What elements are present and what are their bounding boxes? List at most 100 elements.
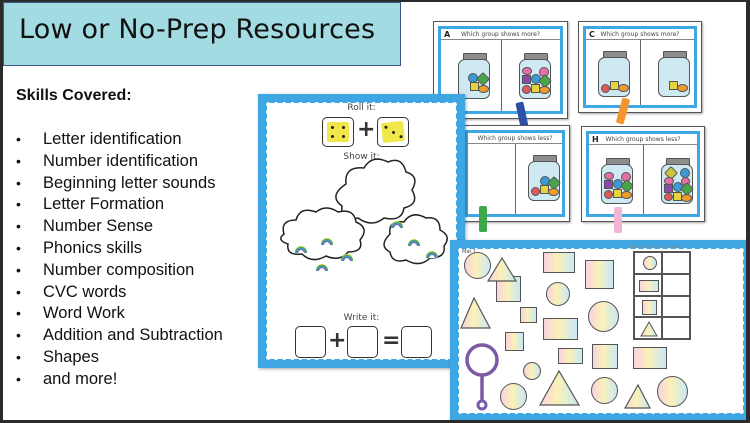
- card-question: Which group shows less?: [589, 136, 697, 145]
- card-letter: C: [589, 30, 595, 39]
- card-divider: [643, 145, 644, 214]
- title-banner: Low or No-Prep Resources: [3, 2, 401, 66]
- rainbow-icon: [321, 238, 333, 245]
- rectangle-shape: [633, 347, 667, 369]
- skill-item: •Word Work: [16, 303, 223, 325]
- circle-shape: [464, 252, 491, 279]
- skills-list: • Letter identification • Number identifica…: [16, 129, 223, 391]
- jar-icon: [598, 51, 630, 97]
- circle-shape: [591, 377, 618, 404]
- table-title: How many of each shape?: [630, 244, 683, 249]
- bullet-icon: •: [16, 327, 21, 344]
- skill-label: Number composition: [43, 260, 195, 279]
- skill-label: Phonics skills: [43, 238, 143, 257]
- skill-item: • Number identification: [16, 151, 223, 173]
- circle-shape: [657, 376, 688, 407]
- roll-it-label: Roll it:: [347, 103, 376, 113]
- circle-shape: [546, 282, 570, 306]
- skill-label: CVC words: [43, 282, 127, 301]
- bullet-icon: •: [16, 239, 21, 256]
- bullet-icon: •: [16, 131, 21, 147]
- page-title: Low or No-Prep Resources: [19, 14, 376, 45]
- shape-mat-worksheet: Mat 1 How many of each shape?: [450, 240, 746, 420]
- bullet-icon: •: [16, 370, 21, 387]
- rainbow-icon: [341, 254, 353, 261]
- show-it-label: Show it:: [343, 152, 380, 162]
- skill-item: • Shapes: [16, 347, 223, 369]
- skills-heading: Skills Covered:: [16, 87, 132, 104]
- answer-box-1: [295, 326, 326, 358]
- card-divider: [500, 40, 502, 111]
- square-shape: [592, 344, 618, 369]
- jar-card-h: H Which group shows less?: [581, 126, 705, 233]
- equals-sign: =: [382, 328, 401, 353]
- bullet-icon: •: [16, 218, 21, 235]
- square-shape: [505, 332, 524, 351]
- card-question: Which group shows more?: [441, 31, 560, 40]
- card-letter: H: [592, 135, 599, 144]
- rainbow-icon: [426, 251, 438, 258]
- skill-item: • and more!: [16, 369, 223, 391]
- jar-icon: [661, 158, 695, 204]
- skill-item: • Letter Formation: [16, 194, 223, 216]
- skill-item: • Addition and Subtraction: [16, 325, 223, 347]
- skill-item: • CVC words: [16, 282, 223, 304]
- bullet-icon: •: [16, 348, 21, 365]
- card-divider: [515, 144, 516, 214]
- bullet-icon: •: [16, 152, 21, 169]
- card-question: Which group shows less?: [468, 135, 562, 144]
- plus-sign: +: [357, 117, 376, 142]
- skill-label: Letter Formation: [43, 195, 165, 214]
- jar-icon: [658, 51, 690, 97]
- die-box: [322, 117, 354, 147]
- jar-icon: [528, 155, 562, 201]
- jar-icon: [519, 53, 553, 99]
- answer-box-2: [347, 326, 378, 358]
- rectangle-shape: [543, 252, 575, 273]
- rainbow-icon: [295, 246, 307, 253]
- jar-card-less-1: Which group shows less?: [460, 125, 570, 232]
- bullet-icon: •: [16, 196, 21, 213]
- clothespin-icon: [614, 207, 622, 233]
- plus-sign: +: [328, 328, 347, 353]
- card-question: Which group shows more?: [586, 31, 694, 40]
- jar-card-c: C Which group shows more?: [578, 21, 702, 125]
- triangles-and-magnifier: [460, 256, 651, 411]
- roll-it-worksheet: Roll it: + Show it: Write it: +: [258, 94, 465, 368]
- bullet-icon: •: [16, 283, 21, 300]
- card-divider: [640, 40, 641, 105]
- jar-icon: [601, 158, 635, 204]
- skill-label: Number identification: [43, 151, 198, 170]
- skill-label: Letter identification: [43, 130, 182, 148]
- die-four-icon: [327, 122, 349, 142]
- skill-item: • Letter identification: [16, 129, 223, 151]
- slide: Low or No-Prep Resources Skills Covered:…: [3, 2, 746, 420]
- answer-box-3: [401, 326, 432, 358]
- rectangle-shape: [543, 318, 578, 340]
- skill-label: Addition and Subtraction: [43, 326, 223, 345]
- bullet-icon: •: [16, 261, 21, 278]
- rainbow-icon: [391, 221, 403, 228]
- bullet-icon: •: [16, 174, 21, 191]
- circle-shape: [523, 362, 541, 380]
- square-shape: [585, 260, 614, 289]
- skill-item: • Number Sense: [16, 216, 223, 238]
- circle-shape: [500, 383, 527, 410]
- skill-label: Shapes: [43, 347, 99, 366]
- rainbow-icon: [316, 264, 328, 271]
- square-shape: [520, 307, 537, 323]
- skill-item: • Beginning letter sounds: [16, 173, 223, 195]
- jar-icon: [458, 53, 491, 99]
- skill-label: and more!: [43, 369, 118, 388]
- mat-label: Mat 1: [462, 249, 477, 255]
- rainbow-icon: [408, 239, 420, 246]
- die-box: [377, 117, 409, 147]
- shape-count-table: [633, 251, 691, 340]
- skill-label: Beginning letter sounds: [43, 173, 216, 192]
- clothespin-icon: [479, 206, 487, 232]
- skill-label: Word Work: [43, 304, 125, 323]
- write-it-label: Write it:: [343, 313, 380, 323]
- rectangle-shape: [558, 348, 583, 364]
- circle-shape: [588, 301, 619, 332]
- skill-label: Number Sense: [43, 217, 154, 236]
